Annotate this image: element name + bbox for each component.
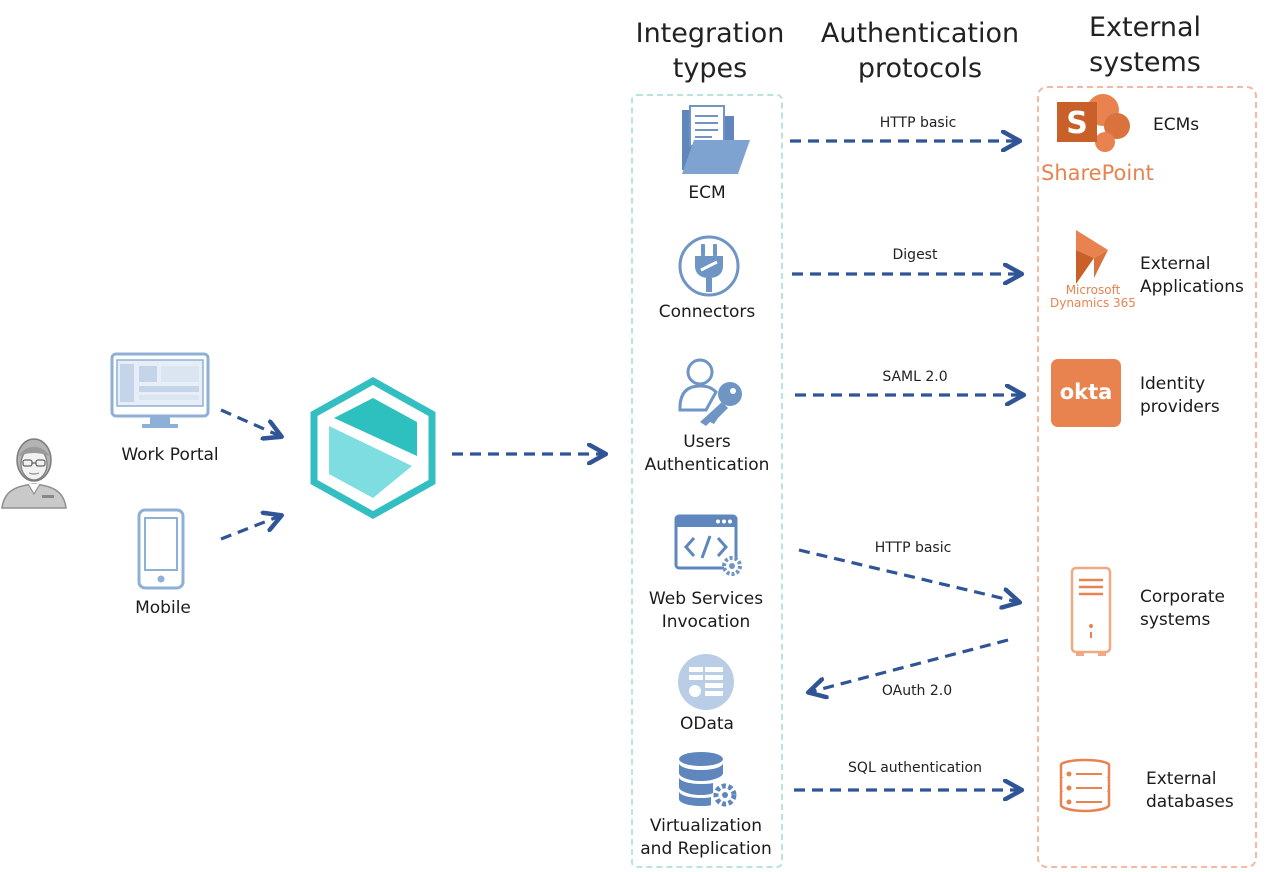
web-services-label: Web Services Invocation: [648, 589, 764, 632]
odata-icon: [678, 654, 734, 710]
protocol-http-basic-2: HTTP basic: [874, 540, 952, 556]
connector-plug-icon: [678, 235, 740, 297]
virtualization-label: Virtualization and Replication: [640, 816, 772, 859]
sharepoint-logo: S: [1057, 94, 1130, 152]
integration-types-header: Integration types: [635, 18, 785, 84]
odata-label: OData: [680, 714, 734, 734]
external-databases-label: External databases: [1146, 769, 1234, 812]
connectors-label: Connectors: [658, 302, 756, 322]
protocol-sql: SQL authentication: [848, 760, 982, 776]
okta-logo-text: okta: [1059, 380, 1113, 404]
external-systems-header: External systems: [1088, 12, 1202, 78]
sharepoint-logo-text: SharePoint: [1041, 161, 1154, 185]
work-portal-label: Work Portal: [121, 445, 219, 465]
mobile-label: Mobile: [135, 598, 191, 618]
ecms-label: ECMs: [1153, 115, 1200, 135]
authentication-protocols-header: Authentication protocols: [820, 18, 1020, 84]
protocol-oauth: OAuth 2.0: [881, 683, 953, 699]
external-systems-container: [1037, 86, 1257, 868]
integration-types-container: [631, 94, 783, 868]
dynamics-logo-text-1: Microsoft: [1065, 283, 1121, 297]
external-applications-label: External Applications: [1140, 254, 1244, 297]
mobile-phone-icon: [137, 508, 185, 590]
arrow-corporate-to-odata: [810, 638, 1009, 692]
database-gear-icon: [679, 752, 737, 807]
protocol-digest: Digest: [892, 247, 938, 263]
users-auth-label: Users Authentication: [644, 432, 770, 475]
user-key-icon: [678, 358, 742, 426]
dynamics-365-logo: [1076, 230, 1108, 284]
web-services-code-icon: [674, 514, 742, 576]
okta-logo: okta: [1051, 359, 1121, 427]
identity-providers-label: Identity providers: [1140, 374, 1220, 417]
platform-hexagon-logo: [310, 376, 436, 520]
database-stack-icon: [1059, 758, 1111, 813]
arrow-webservices-to-corporate: [798, 548, 1018, 602]
ecm-folder-icon: [682, 105, 750, 174]
arrow-portal-to-platform: [220, 408, 280, 436]
svg-text:S: S: [1066, 106, 1088, 141]
user-avatar-icon: [1, 438, 67, 509]
protocol-http-basic-1: HTTP basic: [879, 115, 957, 131]
desktop-monitor-icon: [110, 352, 210, 428]
protocol-saml: SAML 2.0: [882, 369, 948, 385]
server-icon: [1070, 566, 1112, 656]
arrow-mobile-to-platform: [220, 516, 280, 541]
ecm-label: ECM: [688, 183, 726, 203]
dynamics-logo-text-2: Dynamics 365: [1050, 296, 1136, 310]
corporate-systems-label: Corporate systems: [1140, 587, 1225, 630]
